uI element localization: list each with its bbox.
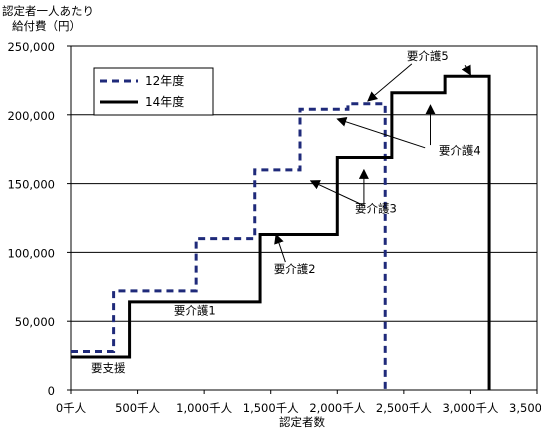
x-tick-label: 500千人 xyxy=(115,401,160,415)
x-tick-label: 2,500千人 xyxy=(376,401,432,415)
legend-box xyxy=(93,67,214,116)
annotation-label: 要介護2 xyxy=(274,262,316,276)
y-tick-label: 0 xyxy=(48,384,55,398)
x-tick-label: 0千人 xyxy=(56,401,87,415)
x-tick-label: 3,000千人 xyxy=(442,401,498,415)
annotation-label: 要支援 xyxy=(91,361,126,375)
y-axis: 0 50,000 100,000 150,000 200,000 250,000 xyxy=(7,40,71,398)
legend: 12年度 14年度 xyxy=(93,67,214,116)
y-tick-label: 150,000 xyxy=(7,178,55,192)
series-line-12 xyxy=(71,102,387,390)
annotation-label: 要介護3 xyxy=(355,201,397,215)
y-tick-label: 50,000 xyxy=(15,315,55,329)
annotation-label: 要介護4 xyxy=(439,144,481,158)
series-line-14 xyxy=(71,74,491,390)
y-tick-label: 250,000 xyxy=(7,40,55,54)
x-tick-label: 1,000千人 xyxy=(176,401,232,415)
series-layer xyxy=(71,74,491,390)
x-axis: 0千人 500千人 1,000千人 1,500千人 2,000千人 2,500千人 3,00… xyxy=(56,390,541,415)
annotation-arrow xyxy=(461,64,471,76)
annotation-arrow xyxy=(367,63,413,102)
annotation-label: 要介護5 xyxy=(407,49,449,63)
annotation-arrow xyxy=(309,180,365,207)
y-axis-title-line1: 認定者一人あたり xyxy=(2,4,94,18)
annotations: 要支援 要介護1 要介護2 要介護3 要介護4 要介護5 xyxy=(91,49,481,375)
y-axis-title-line2: 給付費（円） xyxy=(12,19,81,33)
annotation-arrow xyxy=(336,116,426,149)
legend-label-12: 12年度 xyxy=(145,73,184,88)
x-tick-label: 2,000千人 xyxy=(309,401,365,415)
annotation-label: 要介護1 xyxy=(174,303,216,317)
y-tick-label: 100,000 xyxy=(7,246,55,260)
x-axis-title: 認定者数 xyxy=(279,415,325,429)
annotation-arrow xyxy=(274,233,286,263)
plot-area xyxy=(70,45,538,391)
y-tick-label: 200,000 xyxy=(7,109,55,123)
x-tick-label: 1,500千人 xyxy=(243,401,299,415)
legend-label-14: 14年度 xyxy=(145,94,184,109)
x-tick-label: 3,500千人 xyxy=(509,401,541,415)
